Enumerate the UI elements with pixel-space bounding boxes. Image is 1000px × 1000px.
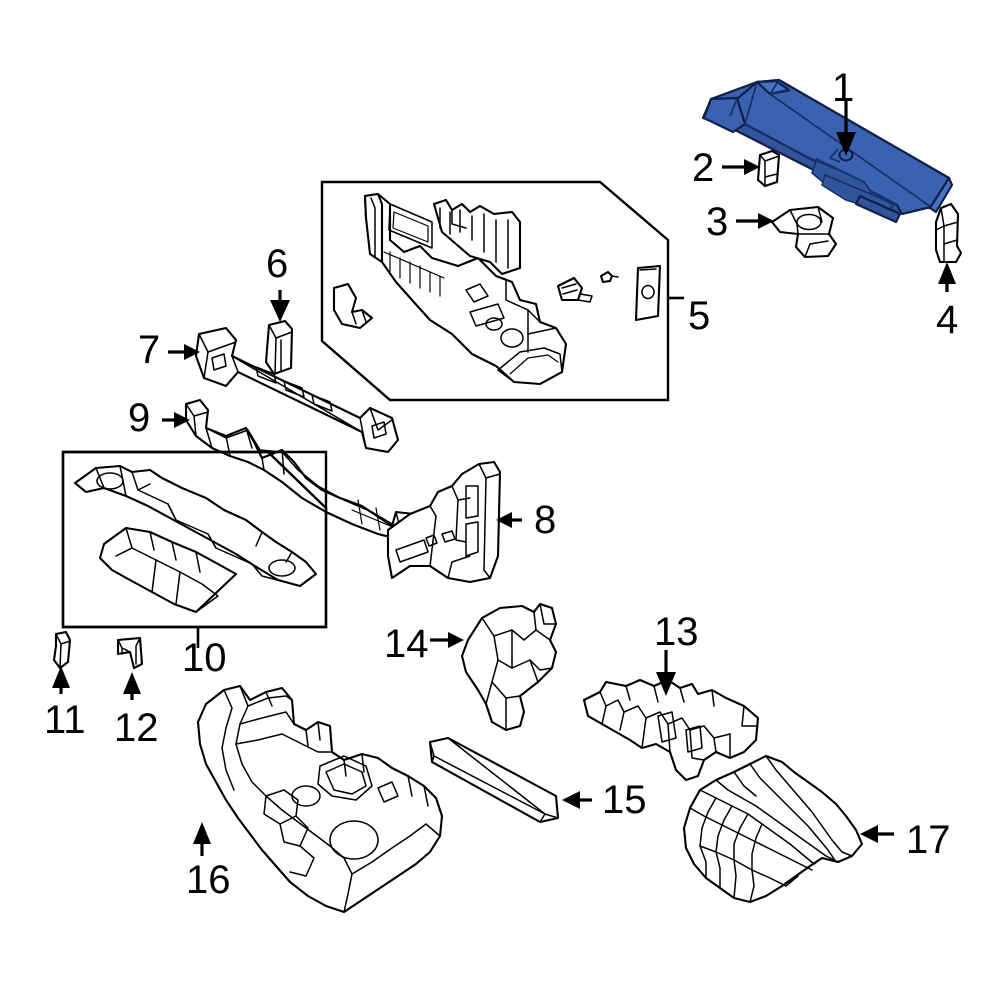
- callout-label-1: 1: [832, 66, 855, 110]
- callout-label-3: 3: [706, 200, 729, 244]
- callout-14-leader: [430, 632, 464, 648]
- callout-2-leader: [722, 159, 760, 175]
- part-11-small-bracket-left[interactable]: [52, 630, 72, 670]
- callout-9-leader: [162, 412, 190, 428]
- part-2-cowl-reinforcement-bracket[interactable]: [756, 149, 781, 188]
- part-12-small-bracket-right[interactable]: [116, 636, 144, 670]
- callout-13-leader: [656, 650, 676, 696]
- callout-label-7: 7: [138, 328, 161, 372]
- callout-label-16: 16: [186, 858, 231, 902]
- callout-4-leader: [938, 262, 956, 292]
- callout-3-leader: [736, 213, 774, 229]
- part-3-cowl-side-bracket[interactable]: [770, 205, 838, 259]
- callout-11-leader: [52, 666, 70, 694]
- part-7-upper-dash-crossmember[interactable]: [194, 326, 400, 454]
- part-17-floor-insulator-pad[interactable]: [682, 754, 864, 904]
- callout-label-15: 15: [602, 778, 647, 822]
- part-13-dash-insulator-right[interactable]: [582, 678, 760, 782]
- part-5-dash-panel-assembly[interactable]: [332, 192, 662, 386]
- callout-7-leader: [168, 344, 200, 360]
- part-15-dash-seal-strip[interactable]: [428, 736, 560, 824]
- part-4-cowl-end-bracket[interactable]: [934, 202, 963, 264]
- callout-8-leader: [496, 512, 522, 528]
- part-8-cowl-side-panel[interactable]: [386, 460, 502, 584]
- callout-label-10: 10: [182, 636, 227, 680]
- group-box-5: [320, 180, 670, 402]
- callout-label-14: 14: [384, 622, 429, 666]
- callout-label-17: 17: [906, 818, 951, 862]
- part-10-floor-pan-reinforcements[interactable]: [73, 464, 318, 614]
- part-1-cowl-top-panel[interactable]: [701, 78, 954, 224]
- callout-label-9: 9: [128, 396, 151, 440]
- part-6-cowl-panel-brace[interactable]: [264, 319, 294, 376]
- callout-label-4: 4: [936, 298, 959, 342]
- callout-label-12: 12: [114, 706, 159, 750]
- part-16-dash-insulator-main[interactable]: [196, 684, 444, 914]
- callout-6-leader: [270, 290, 290, 322]
- callout-15-leader: [562, 791, 592, 809]
- callout-label-13: 13: [654, 610, 699, 654]
- part-14-dash-insulator-center[interactable]: [460, 602, 558, 732]
- callout-label-2: 2: [692, 146, 715, 190]
- callout-16-leader: [193, 822, 211, 856]
- callout-label-11: 11: [44, 698, 86, 742]
- callout-label-6: 6: [266, 242, 289, 286]
- callout-label-8: 8: [534, 498, 557, 542]
- callout-label-5: 5: [688, 294, 711, 338]
- callout-1-leader: [836, 98, 856, 156]
- callout-12-leader: [123, 672, 141, 700]
- callout-17-leader: [860, 825, 894, 843]
- group-box-10: [61, 450, 328, 629]
